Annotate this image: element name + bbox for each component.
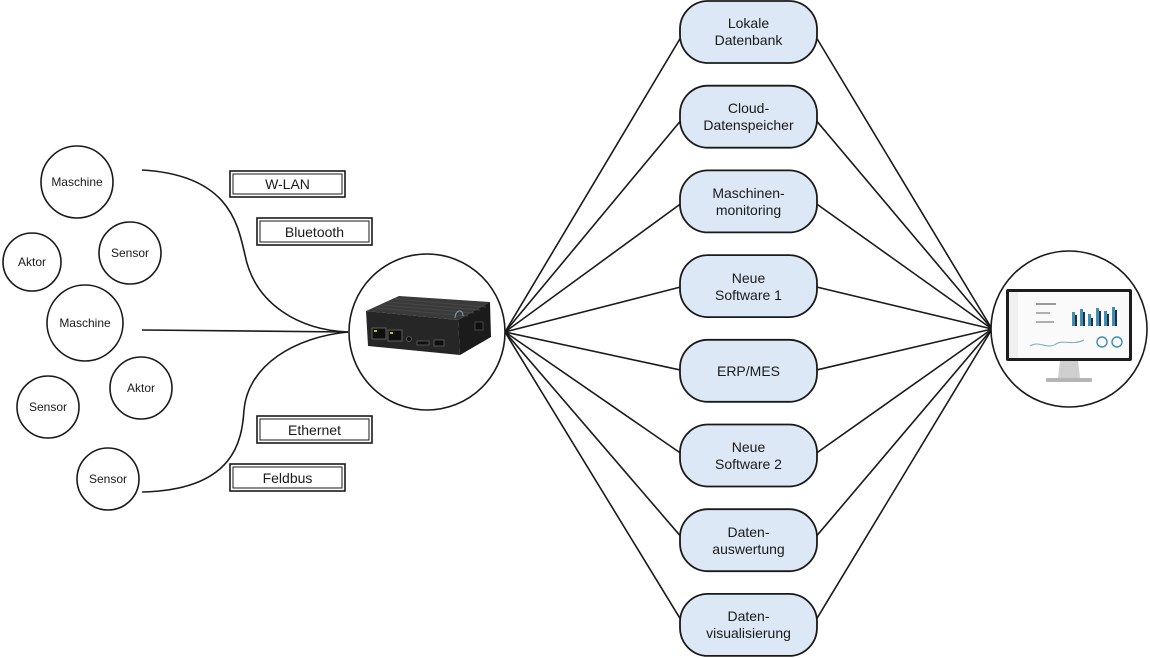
hub-to-targets-lines [504,31,685,626]
source-node-sensor-3 [76,447,140,511]
line-hub-to-tgt-visualisierung [504,331,685,626]
target-pill-tgt-cloud [679,84,818,149]
line-tgt-software-1-to-monitor [812,285,993,330]
target-nodes [679,0,818,657]
conn-box-wlan-inner [232,173,343,195]
target-pill-tgt-monitoring [679,169,818,234]
target-pill-tgt-erp-mes [679,338,818,403]
line-hub-to-tgt-lokale-datenbank [504,31,685,333]
conn-box-bluetooth-inner [259,220,370,243]
source-node-aktor-2 [109,356,173,420]
source-node-sensor-2 [16,375,80,439]
target-pill-tgt-auswertung [679,508,818,573]
targets-to-monitor-lines [812,31,993,626]
line-hub-to-tgt-erp-mes [504,331,685,372]
line-tgt-cloud-to-monitor [812,116,993,330]
line-tgt-monitoring-to-monitor [812,200,993,330]
conn-box-ethernet-inner [259,418,370,441]
line-hub-to-tgt-cloud [504,116,685,333]
monitor-dashboard-icon [1006,289,1132,382]
wire-maschine-1 [141,169,349,333]
source-node-sensor-1 [98,221,162,285]
line-tgt-lokale-datenbank-to-monitor [812,31,993,330]
wire-sensor-3 [141,331,349,493]
conn-box-wlan [229,170,346,198]
line-tgt-visualisierung-to-monitor [812,328,993,626]
line-hub-to-tgt-software-2 [504,331,685,457]
target-pill-tgt-visualisierung [679,593,818,657]
source-node-aktor-1 [2,232,62,292]
conn-box-feldbus [229,463,346,492]
gateway-device-icon [366,296,491,355]
line-hub-to-tgt-software-1 [504,285,685,333]
line-tgt-erp-mes-to-monitor [812,328,993,372]
source-node-maschine-1 [40,145,114,219]
target-pill-tgt-software-1 [679,254,818,319]
source-node-maschine-2 [46,284,124,362]
conn-box-bluetooth [256,217,373,246]
line-tgt-software-2-to-monitor [812,328,993,457]
line-hub-to-tgt-auswertung [504,331,685,541]
line-hub-to-tgt-monitoring [504,200,685,333]
line-tgt-auswertung-to-monitor [812,328,993,541]
target-pill-tgt-lokale-datenbank [679,0,818,64]
conn-box-ethernet [256,415,373,444]
wire-maschine-2 [141,329,349,333]
conn-box-feldbus-inner [232,466,343,489]
target-pill-tgt-software-2 [679,423,818,488]
